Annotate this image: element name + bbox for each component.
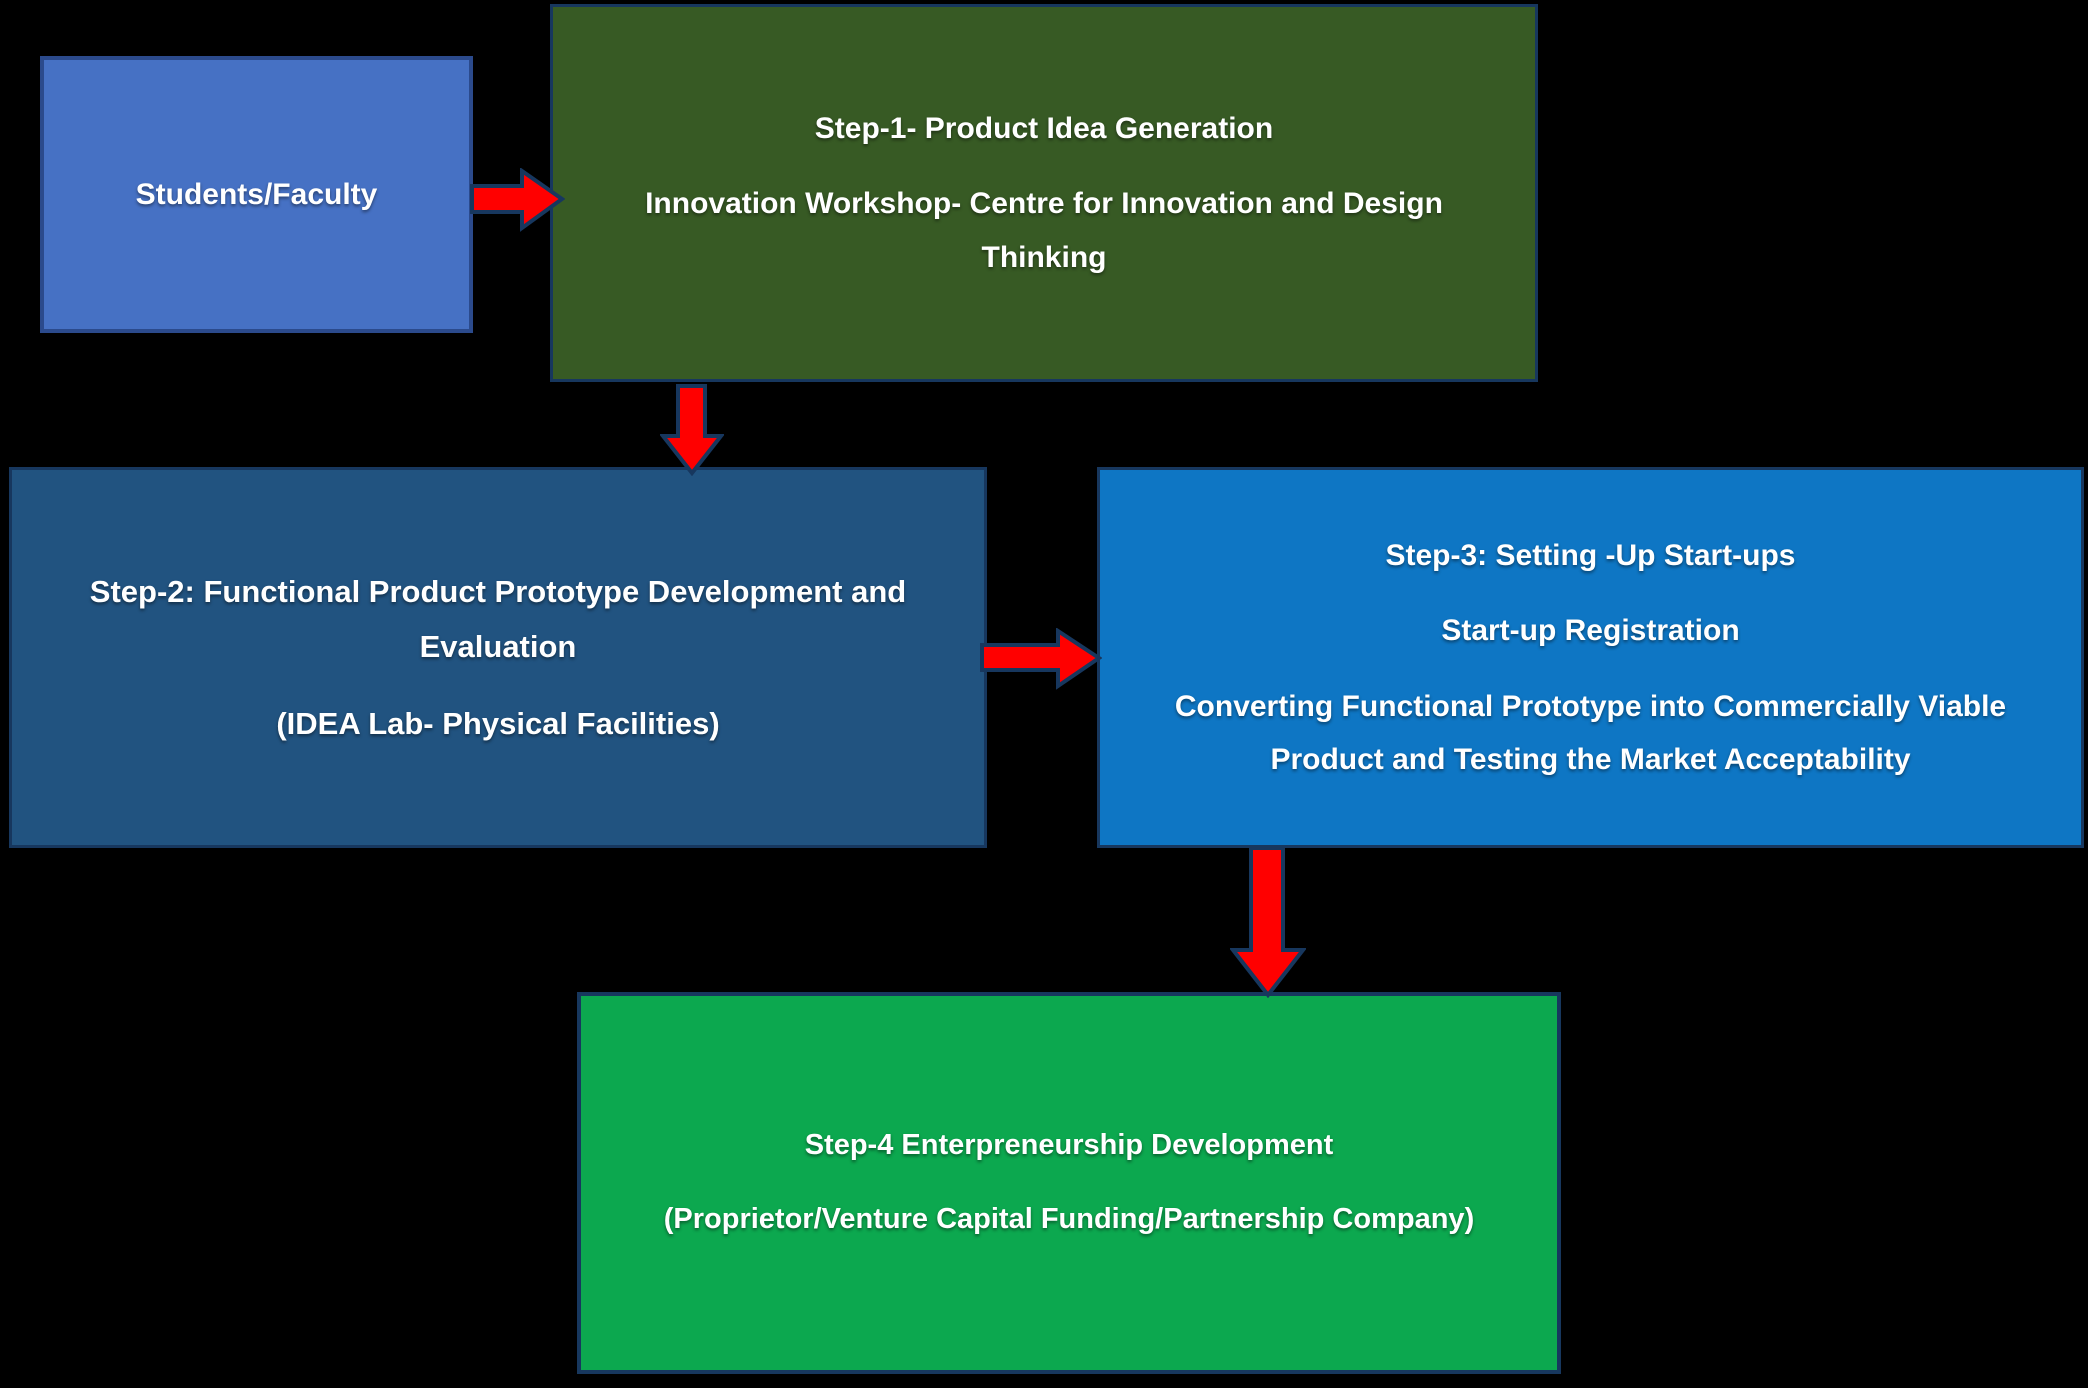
step4-title: Step-4 Enterpreneurship Development xyxy=(804,1129,1334,1162)
step2-subtitle: (IDEA Lab- Physical Facilities) xyxy=(276,706,720,742)
arrow-students-to-step1-icon xyxy=(470,168,565,232)
step3-subtitle: Start-up Registration xyxy=(1441,614,1740,648)
step2-title: Step-2: Functional Product Prototype Dev… xyxy=(89,573,907,664)
students-faculty-label: Students/Faculty xyxy=(135,177,378,211)
students-faculty-box: Students/Faculty xyxy=(40,56,473,333)
step2-prototype-development-box: Step-2: Functional Product Prototype Dev… xyxy=(9,467,987,848)
step1-subtitle: Innovation Workshop- Centre for Innovati… xyxy=(645,187,1443,274)
step4-enterpreneurship-development-box: Step-4 Enterpreneurship Development (Pro… xyxy=(577,992,1561,1374)
arrow-step1-to-step2-icon xyxy=(660,384,724,476)
step3-setting-up-startups-box: Step-3: Setting -Up Start-ups Start-up R… xyxy=(1097,467,2084,848)
step3-title: Step-3: Setting -Up Start-ups xyxy=(1385,538,1796,572)
arrow-step3-to-step4-icon xyxy=(1230,846,1306,998)
arrow-step2-to-step3-icon xyxy=(980,628,1102,690)
step3-description: Converting Functional Prototype into Com… xyxy=(1174,689,2007,776)
step1-product-idea-generation-box: Step-1- Product Idea Generation Innovati… xyxy=(550,4,1538,382)
step4-subtitle: (Proprietor/Venture Capital Funding/Part… xyxy=(663,1203,1475,1235)
step1-title: Step-1- Product Idea Generation xyxy=(814,111,1274,145)
